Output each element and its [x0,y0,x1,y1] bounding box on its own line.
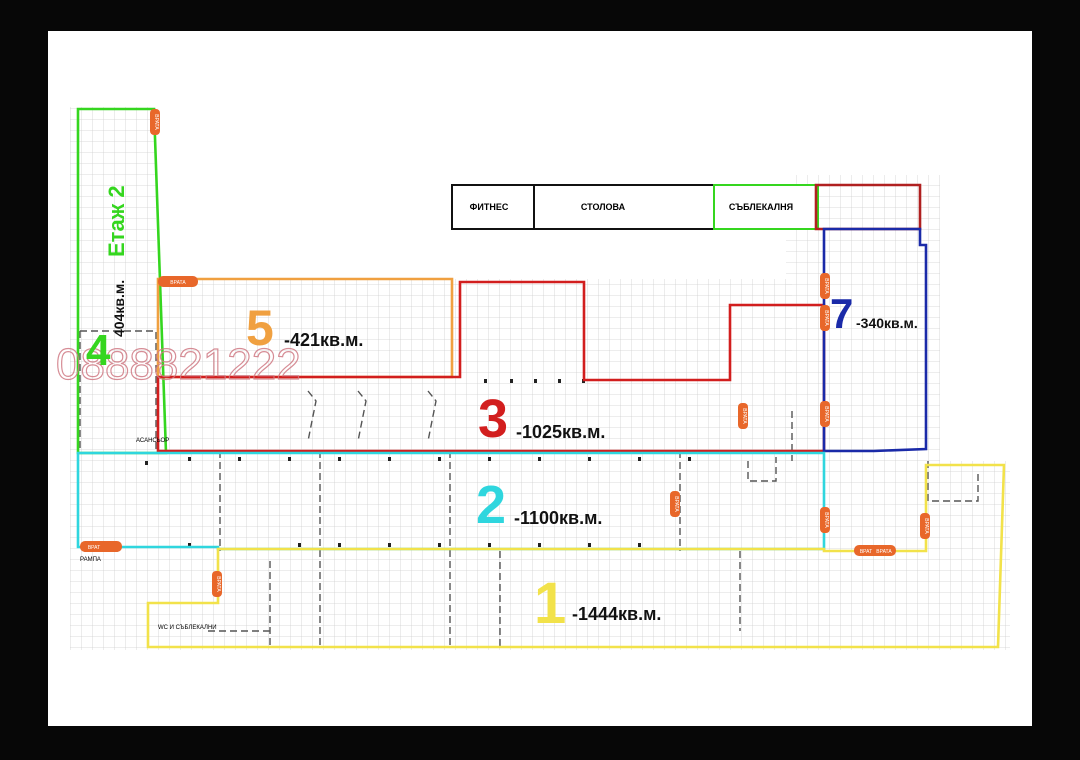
svg-text:ВРАТА: ВРАТА [170,280,186,286]
small-labels: АСАНСЬОР РАМПА WC И СЪБЛЕКАЛНИ [80,438,217,631]
floor-2-label: Етаж 2 [104,185,129,257]
ramp-label: РАМПА [80,557,101,563]
gate-marker: ВРАТА [820,401,830,427]
zone-1-outline [146,463,1006,649]
gate-marker: ВРАТ ВРАТА [854,545,896,556]
zone-3-number: 3 [478,389,508,449]
gate-marker: ВРАТА [920,513,930,539]
gate-marker: ВРАТА [150,109,160,135]
svg-text:ВРАТА: ВРАТА [923,518,929,534]
gate-marker: ВРАТА [820,273,830,299]
gate-marker: ВРАТА [820,507,830,533]
svg-text:ВРАТА: ВРАТА [153,114,159,130]
zone-5-number: 5 [246,300,274,356]
svg-text:ВРАТА: ВРАТА [823,278,829,294]
zone-7-area: -340кв.м. [856,315,918,331]
room-label-locker: СЪБЛЕКАЛНЯ [729,202,793,212]
zone-4-number: 4 [86,326,111,375]
zone-4-area: 404кв.м. [111,280,127,337]
top-rooms: ФИТНЕС СТОЛОВА СЪБЛЕКАЛНЯ [451,184,819,230]
gate-marker: ВРАТ [80,541,122,552]
zone-7-number: 7 [830,290,853,337]
svg-text:ВРАТ: ВРАТ [88,545,100,551]
svg-text:ВРАТ: ВРАТ [860,549,872,555]
zone-outlines [76,107,1006,649]
column-dots [145,379,691,547]
zone-1-number: 1 [534,571,566,636]
gate-marker: ВРАТА [738,403,748,429]
zone-3-outline [156,280,826,453]
gate-marker: ВРАТА [820,305,830,331]
floor-plan-drawing: ФИТНЕС СТОЛОВА СЪБЛЕКАЛНЯ ВРАТА ВРАТА [55,107,1010,650]
zone-2-number: 2 [476,475,506,535]
phone-watermark: 0888821222 [56,340,301,389]
grid-background [70,107,1010,650]
zone-labels: 5 -421кв.м. 3 -1025кв.м. 2 -1100кв.м. 1 … [86,185,918,636]
zone-5-area: -421кв.м. [284,330,363,350]
elevator-label: АСАНСЬОР [136,438,169,444]
zone-2-area: -1100кв.м. [514,508,602,528]
floor-plan: ФИТНЕС СТОЛОВА СЪБЛЕКАЛНЯ ВРАТА ВРАТА [48,31,1032,726]
zone-7-outline [822,227,928,453]
zone-1-area: -1444кв.м. [572,604,661,624]
room-label-canteen: СТОЛОВА [581,202,626,212]
gate-marker: ВРАТА [670,491,680,517]
zone-3-area: -1025кв.м. [516,422,605,442]
svg-text:ВРАТА: ВРАТА [823,512,829,528]
svg-text:ВРАТА: ВРАТА [876,549,892,555]
svg-text:ВРАТА: ВРАТА [823,310,829,326]
gate-marker: ВРАТА [158,276,198,287]
gate-marker: ВРАТА [212,571,222,597]
svg-text:ВРАТА: ВРАТА [215,576,221,592]
svg-text:ВРАТА: ВРАТА [823,406,829,422]
room-label-fitness: ФИТНЕС [470,202,509,212]
gates: ВРАТА ВРАТА ВРАТА ВРАТА ВРАТА ВРАТА ВРАТ… [80,109,930,597]
svg-text:ВРАТА: ВРАТА [673,496,679,512]
svg-text:ВРАТА: ВРАТА [741,408,747,424]
wc-label: WC И СЪБЛЕКАЛНИ [158,625,217,631]
